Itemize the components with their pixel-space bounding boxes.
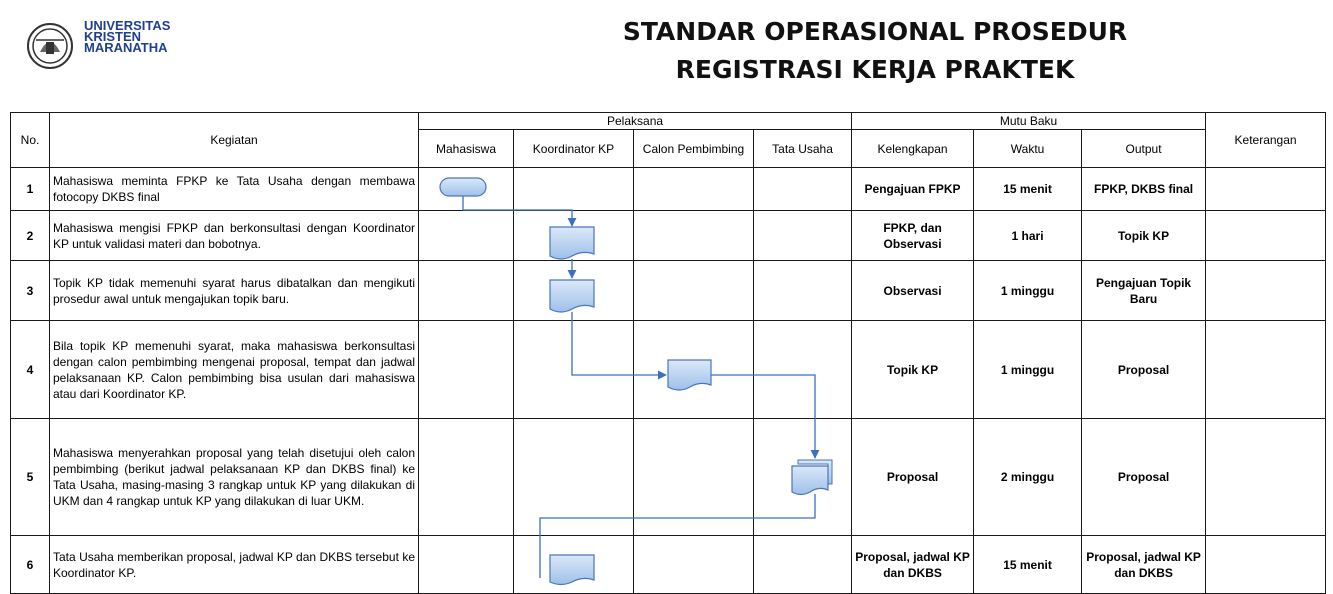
row-no: 1 — [10, 167, 50, 211]
university-seal-icon — [27, 23, 73, 69]
flow-cell-koordinator — [513, 535, 634, 594]
flow-cell-tata-usaha — [752, 320, 853, 419]
flow-cell-pembimbing — [633, 260, 754, 321]
row-keterangan — [1205, 260, 1327, 321]
flow-cell-tata-usaha — [752, 167, 853, 211]
page-title: STANDAR OPERASIONAL PROSEDUR — [622, 17, 1128, 46]
header-calon-pembimbing: Calon Pembimbing — [633, 129, 754, 168]
row-kegiatan: Tata Usaha memberikan proposal, jadwal K… — [49, 535, 419, 594]
row-output: Proposal — [1081, 418, 1207, 536]
university-line-2: KRISTEN — [84, 29, 142, 44]
flow-cell-koordinator — [513, 260, 634, 321]
row-waktu: 15 menit — [973, 535, 1083, 594]
row-kelengkapan: Pengajuan FPKP — [851, 167, 975, 211]
row-kelengkapan: FPKP, dan Observasi — [851, 210, 975, 261]
header-output: Output — [1081, 129, 1207, 168]
row-kegiatan: Mahasiswa meminta FPKP ke Tata Usaha den… — [49, 167, 419, 211]
header-koordinator-kp: Koordinator KP — [513, 129, 634, 168]
table-row: 4 Bila topik KP memenuhi syarat, maka ma… — [10, 320, 1327, 419]
row-kelengkapan: Observasi — [851, 260, 975, 321]
row-keterangan — [1205, 210, 1327, 261]
row-waktu: 1 hari — [973, 210, 1083, 261]
row-keterangan — [1205, 167, 1327, 211]
row-keterangan — [1205, 320, 1327, 419]
header-mutu-baku: Mutu Baku — [851, 112, 1207, 130]
header-mahasiswa: Mahasiswa — [418, 129, 514, 168]
row-output: Proposal — [1081, 320, 1207, 419]
row-kegiatan: Bila topik KP memenuhi syarat, maka maha… — [49, 320, 419, 419]
flow-cell-pembimbing — [633, 167, 754, 211]
university-name: UNIVERSITAS KRISTEN MARANATHA — [84, 18, 171, 55]
sop-table: No. Kegiatan Pelaksana Mutu Baku Keteran… — [10, 112, 1327, 594]
row-output: Pengajuan Topik Baru — [1081, 260, 1207, 321]
row-no: 2 — [10, 210, 50, 261]
flow-cell-pembimbing — [633, 535, 754, 594]
row-kegiatan: Mahasiswa mengisi FPKP dan berkonsultasi… — [49, 210, 419, 261]
row-no: 3 — [10, 260, 50, 321]
flow-cell-tata-usaha — [752, 260, 853, 321]
flow-cell-koordinator — [513, 167, 634, 211]
flow-cell-koordinator — [513, 320, 634, 419]
row-kelengkapan: Proposal — [851, 418, 975, 536]
flow-cell-koordinator — [513, 210, 634, 261]
header-kelengkapan: Kelengkapan — [851, 129, 975, 168]
row-output: Topik KP — [1081, 210, 1207, 261]
flow-cell-pembimbing — [633, 320, 754, 419]
university-line-1: UNIVERSITAS — [84, 18, 171, 33]
row-keterangan — [1205, 418, 1327, 536]
row-no: 5 — [10, 418, 50, 536]
row-waktu: 2 minggu — [973, 418, 1083, 536]
table-row: 3 Topik KP tidak memenuhi syarat harus d… — [10, 260, 1327, 321]
flow-cell-mahasiswa — [418, 535, 514, 594]
flow-cell-mahasiswa — [418, 260, 514, 321]
flow-cell-pembimbing — [633, 210, 754, 261]
flow-cell-mahasiswa — [418, 210, 514, 261]
row-waktu: 15 menit — [973, 167, 1083, 211]
flow-cell-mahasiswa — [418, 320, 514, 419]
university-line-3: MARANATHA — [84, 40, 168, 55]
header-tata-usaha: Tata Usaha — [752, 129, 853, 168]
table-row: 5 Mahasiswa menyerahkan proposal yang te… — [10, 418, 1327, 536]
row-waktu: 1 minggu — [973, 320, 1083, 419]
flow-cell-mahasiswa — [418, 418, 514, 536]
row-no: 4 — [10, 320, 50, 419]
row-kelengkapan: Topik KP — [851, 320, 975, 419]
header-kegiatan: Kegiatan — [49, 112, 419, 168]
flow-cell-tata-usaha — [752, 210, 853, 261]
row-kegiatan: Mahasiswa menyerahkan proposal yang tela… — [49, 418, 419, 536]
row-keterangan — [1205, 535, 1327, 594]
row-output: Proposal, jadwal KP dan DKBS — [1081, 535, 1207, 594]
table-row: 6 Tata Usaha memberikan proposal, jadwal… — [10, 535, 1327, 594]
header-waktu: Waktu — [973, 129, 1083, 168]
table-row: 1 Mahasiswa meminta FPKP ke Tata Usaha d… — [10, 167, 1327, 211]
row-output: FPKP, DKBS final — [1081, 167, 1207, 211]
header-keterangan: Keterangan — [1205, 112, 1327, 168]
header-pelaksana: Pelaksana — [417, 112, 853, 130]
table-row: 2 Mahasiswa mengisi FPKP dan berkonsulta… — [10, 210, 1327, 261]
logo-area: UNIVERSITAS KRISTEN MARANATHA — [20, 8, 410, 88]
flow-cell-pembimbing — [633, 418, 754, 536]
header-no: No. — [10, 112, 50, 168]
row-no: 6 — [10, 535, 50, 594]
flow-cell-mahasiswa — [418, 167, 514, 211]
flow-cell-tata-usaha — [752, 535, 853, 594]
page-subtitle: REGISTRASI KERJA PRAKTEK — [675, 55, 1075, 84]
flow-cell-tata-usaha — [752, 418, 853, 536]
row-kegiatan: Topik KP tidak memenuhi syarat harus dib… — [49, 260, 419, 321]
row-waktu: 1 minggu — [973, 260, 1083, 321]
flow-cell-koordinator — [513, 418, 634, 536]
row-kelengkapan: Proposal, jadwal KP dan DKBS — [851, 535, 975, 594]
